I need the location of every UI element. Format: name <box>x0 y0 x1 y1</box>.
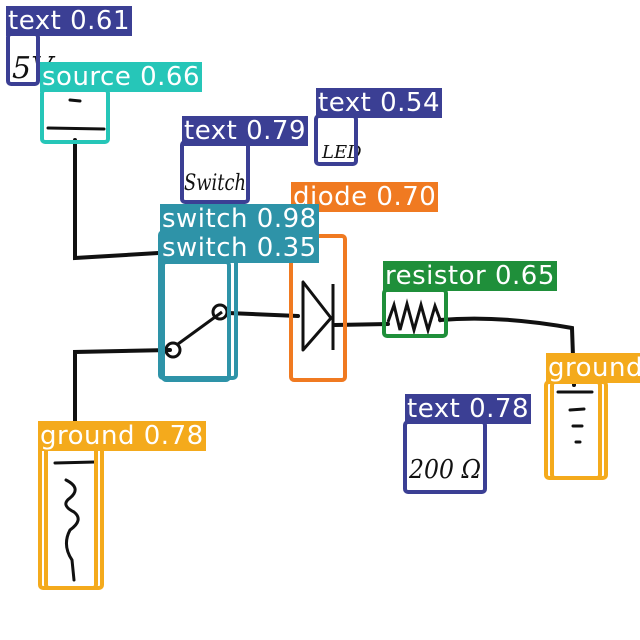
source-detection-label: source 0.66 <box>40 62 202 92</box>
wire-resistor-to-ground <box>438 316 576 387</box>
switch-detection-box <box>161 260 231 382</box>
ground-symbol-left <box>53 460 97 582</box>
source-symbol <box>46 98 106 131</box>
wire-diode-to-resistor <box>333 322 390 327</box>
resistor-symbol <box>386 298 443 336</box>
detection-score: 0.79 <box>246 116 306 146</box>
ground-detection-box <box>38 444 104 590</box>
detection-score: 0.66 <box>140 62 200 92</box>
detection-score: 0.61 <box>70 6 130 36</box>
handwritten-switch: Switch <box>184 171 246 196</box>
resistor-detection-label: resistor 0.65 <box>383 261 557 291</box>
wire-switch-to-diode <box>226 311 300 318</box>
detection-class: text <box>184 116 238 146</box>
handwritten-200-ohm: 200 Ω <box>408 455 481 485</box>
detection-class: source <box>42 62 132 92</box>
detection-score: 0.35 <box>256 233 317 263</box>
wire-source-to-switch <box>73 138 177 261</box>
detection-score: 0.98 <box>256 204 317 234</box>
source-detection-box <box>40 88 110 144</box>
detection-score: 0.78 <box>143 421 204 451</box>
text-detection-label: text 0.78 <box>405 394 531 424</box>
text-detection-label: text 0.79 <box>182 116 308 146</box>
switch-detection-label: switch 0.35 <box>160 233 319 263</box>
detection-score: 0.65 <box>495 261 555 291</box>
detection-class: text <box>407 394 461 424</box>
detection-class: ground <box>548 353 640 383</box>
detection-class: switch <box>162 233 249 263</box>
detection-class: text <box>318 88 372 118</box>
ground-detection-box-inner <box>550 380 602 480</box>
diode-symbol <box>301 280 335 352</box>
detection-score: 0.54 <box>380 88 440 118</box>
detection-class: ground <box>40 421 135 451</box>
wire-ground-to-switch <box>73 348 172 447</box>
text-detection-label: text 0.54 <box>316 88 442 118</box>
ground-detection-label: ground 0.78 <box>38 421 206 451</box>
detection-score: 0.78 <box>469 394 529 424</box>
detection-score: 0.70 <box>376 182 437 212</box>
ground-detection-label: ground 0.78 <box>546 353 640 383</box>
text-detection-label: text 0.61 <box>6 6 132 36</box>
detection-class: resistor <box>385 261 487 291</box>
switch-detection-label: switch 0.98 <box>160 204 319 234</box>
handwritten-led: LED <box>321 142 362 163</box>
ground-detection-box-inner <box>44 444 98 590</box>
detection-class: text <box>8 6 62 36</box>
diode-detection-label: diode 0.70 <box>291 182 439 212</box>
ground-detection-box <box>544 380 608 480</box>
ground-symbol-right <box>556 390 594 444</box>
detection-class: switch <box>162 204 249 234</box>
